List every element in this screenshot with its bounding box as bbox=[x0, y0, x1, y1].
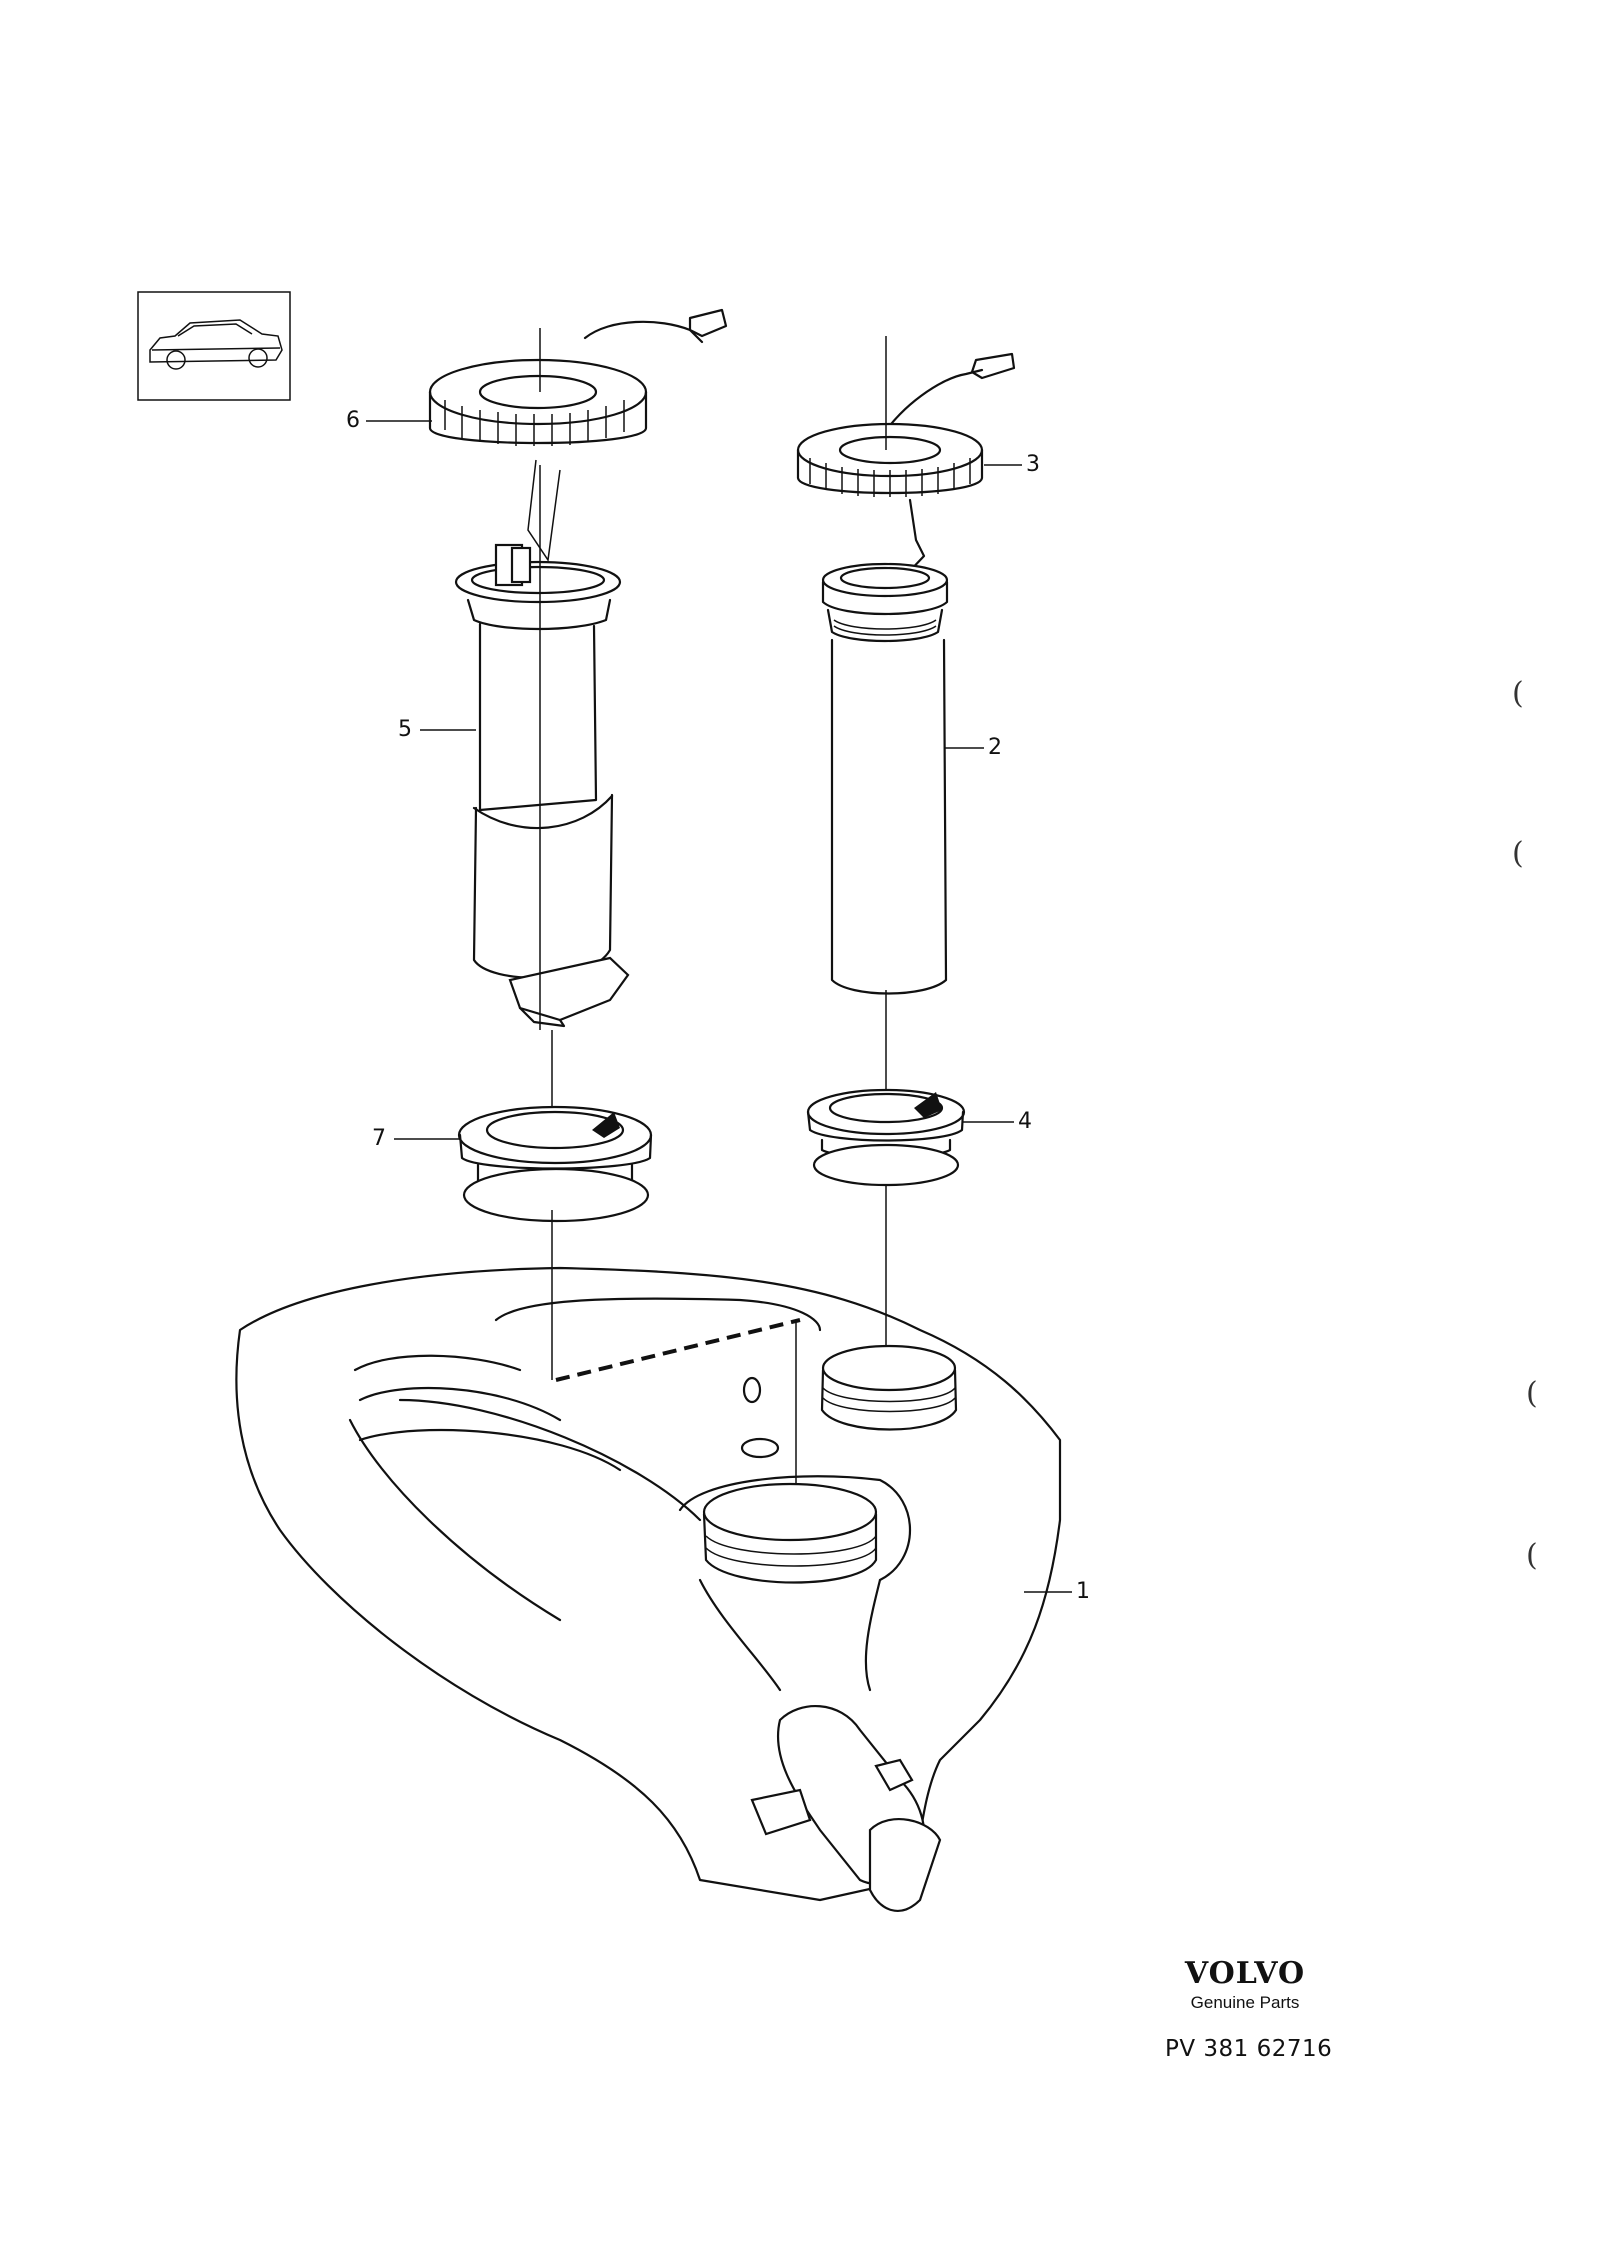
margin-mark: ( bbox=[1526, 1376, 1538, 1411]
brand-subtitle: Genuine Parts bbox=[1190, 1993, 1300, 2012]
callout-2: 2 bbox=[988, 735, 1002, 760]
brand-block: VOLVO Genuine Parts bbox=[1160, 1956, 1330, 2013]
vehicle-thumbnail-icon bbox=[137, 291, 291, 401]
part-5-fuel-pump bbox=[454, 459, 630, 1120]
part-7-grommet bbox=[457, 1105, 653, 1380]
margin-mark: ( bbox=[1512, 676, 1524, 711]
callout-7: 7 bbox=[372, 1126, 386, 1151]
reference-number: PV 381 62716 bbox=[1165, 2036, 1333, 2062]
callout-leaders bbox=[366, 420, 1072, 1593]
margin-mark: ( bbox=[1512, 836, 1524, 871]
part-4-grommet bbox=[806, 1088, 966, 1350]
callout-1: 1 bbox=[1076, 1579, 1090, 1604]
part-2-level-sender bbox=[821, 498, 949, 1095]
callout-6: 6 bbox=[346, 408, 360, 433]
margin-mark: ( bbox=[1526, 1538, 1538, 1573]
callout-5: 5 bbox=[398, 717, 412, 742]
volvo-logo: VOLVO bbox=[1184, 1956, 1306, 1991]
callout-3: 3 bbox=[1026, 452, 1040, 477]
part-3-locking-ring bbox=[796, 336, 1016, 497]
callout-4: 4 bbox=[1018, 1109, 1032, 1134]
part-6-locking-ring bbox=[428, 308, 728, 446]
part-1-reservoir-tank bbox=[235, 1266, 1062, 1912]
